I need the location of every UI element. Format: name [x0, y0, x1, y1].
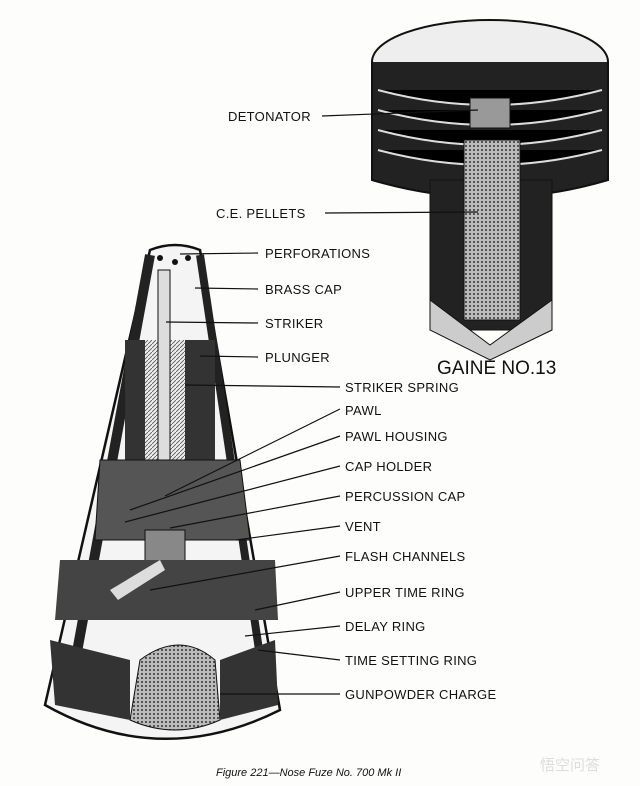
leader-lines [124, 109, 479, 695]
label-detonator: DETONATOR [228, 109, 311, 124]
label-cap-holder: CAP HOLDER [345, 459, 432, 474]
label-delay-ring: DELAY RING [345, 619, 426, 634]
watermark: 悟空问答 [540, 756, 600, 774]
gaine-illustration [371, 19, 609, 361]
label-pawl: PAWL [345, 403, 382, 418]
gaine-title: GAINE NO.13 [437, 358, 556, 379]
label-gunpowder-charge: GUNPOWDER CHARGE [345, 687, 496, 702]
label-perforations: PERFORATIONS [265, 246, 370, 261]
figure-caption: Figure 221—Nose Fuze No. 700 Mk II [216, 767, 401, 779]
label-striker: STRIKER [265, 316, 323, 331]
label-striker-spring: STRIKER SPRING [345, 380, 459, 395]
label-plunger: PLUNGER [265, 350, 330, 365]
label-upper-time-ring: UPPER TIME RING [345, 585, 465, 600]
label-vent: VENT [345, 519, 381, 534]
label-ce-pellets: C.E. PELLETS [216, 206, 306, 221]
label-flash-channels: FLASH CHANNELS [345, 549, 466, 564]
label-brass-cap: BRASS CAP [265, 282, 342, 297]
label-time-setting-ring: TIME SETTING RING [345, 653, 477, 668]
label-pawl-housing: PAWL HOUSING [345, 429, 448, 444]
fuze-illustration [43, 243, 282, 740]
label-percussion-cap: PERCUSSION CAP [345, 489, 466, 504]
